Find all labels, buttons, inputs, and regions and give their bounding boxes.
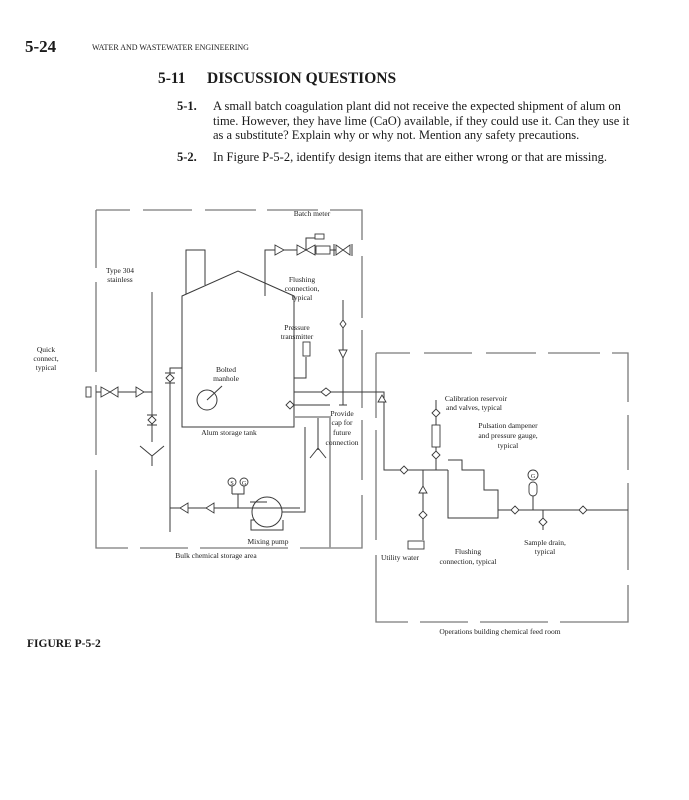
gauge-g-icon	[239, 477, 249, 487]
label-gauge-s: S	[230, 481, 233, 487]
label-pulsation: typical	[498, 441, 518, 450]
label-flushing-top: connection,	[285, 284, 320, 293]
label-pump: Mixing pump	[247, 537, 288, 546]
feed-lines	[383, 400, 628, 550]
question-text: A small batch coagulation plant did not …	[213, 99, 630, 142]
label-gauge-g: G	[242, 481, 247, 487]
label-cap: cap for	[331, 418, 353, 427]
alum-storage-tank	[181, 249, 295, 428]
label-tank: Alum storage tank	[201, 428, 257, 437]
fill-line	[264, 233, 353, 296]
running-head: WATER AND WASTEWATER ENGINEERING	[92, 43, 249, 52]
label-manhole: manhole	[213, 374, 239, 383]
label-pulsation: Pulsation dampener	[478, 421, 538, 430]
label-sample-drain: typical	[535, 547, 555, 556]
gauge-g2-icon	[527, 469, 539, 481]
label-type304: stainless	[107, 275, 132, 284]
manhole-icon	[196, 389, 218, 411]
label-pressure: Pressure	[284, 323, 310, 332]
label-pulsation: and pressure gauge,	[478, 431, 537, 440]
label-calibration: and valves, typical	[446, 403, 502, 412]
label-quick-connect: connect,	[33, 354, 58, 363]
page-number: 5-24	[25, 37, 57, 56]
label-flushing-bottom: Flushing	[455, 547, 482, 556]
label-pressure: transmitter	[281, 332, 314, 341]
label-flushing-top: Flushing	[289, 275, 316, 284]
label-gauge-g2: G	[531, 474, 536, 480]
pressure-transmitter-icon	[302, 341, 311, 357]
figure-caption: FIGURE P-5-2	[27, 638, 101, 650]
label-flushing-bottom: connection, typical	[439, 557, 496, 566]
label-cap: future	[333, 428, 352, 437]
label-utility-water: Utility water	[381, 553, 420, 562]
label-batch-meter: Batch meter	[294, 209, 331, 218]
section-title: DISCUSSION QUESTIONS	[207, 70, 397, 87]
gauge-s-icon	[227, 477, 237, 487]
stainless-line	[85, 292, 165, 466]
section-number: 5-11	[158, 70, 186, 87]
label-quick-connect: typical	[36, 363, 56, 372]
batch-meter-icon	[314, 233, 325, 240]
question-number: 5-1.	[177, 99, 197, 113]
mixing-pump	[179, 427, 306, 531]
recirc-line	[165, 367, 300, 532]
label-flushing-top: typical	[292, 293, 312, 302]
question-number: 5-2.	[177, 150, 197, 164]
label-type304: Type 304	[106, 266, 134, 275]
ops-room-boundary	[375, 352, 629, 623]
label-quick-connect: Quick	[37, 345, 56, 354]
label-bulk-area: Bulk chemical storage area	[175, 551, 257, 560]
label-sample-drain: Sample drain,	[524, 538, 566, 547]
label-cap: connection	[326, 438, 359, 447]
label-cap: Provide	[330, 409, 354, 418]
label-manhole: Bolted	[216, 365, 236, 374]
question-text: In Figure P-5-2, identify design items t…	[213, 150, 608, 164]
label-ops-room: Operations building chemical feed room	[439, 627, 560, 636]
label-calibration: Calibration reservoir	[445, 394, 508, 403]
bulk-area-boundary	[95, 209, 363, 549]
